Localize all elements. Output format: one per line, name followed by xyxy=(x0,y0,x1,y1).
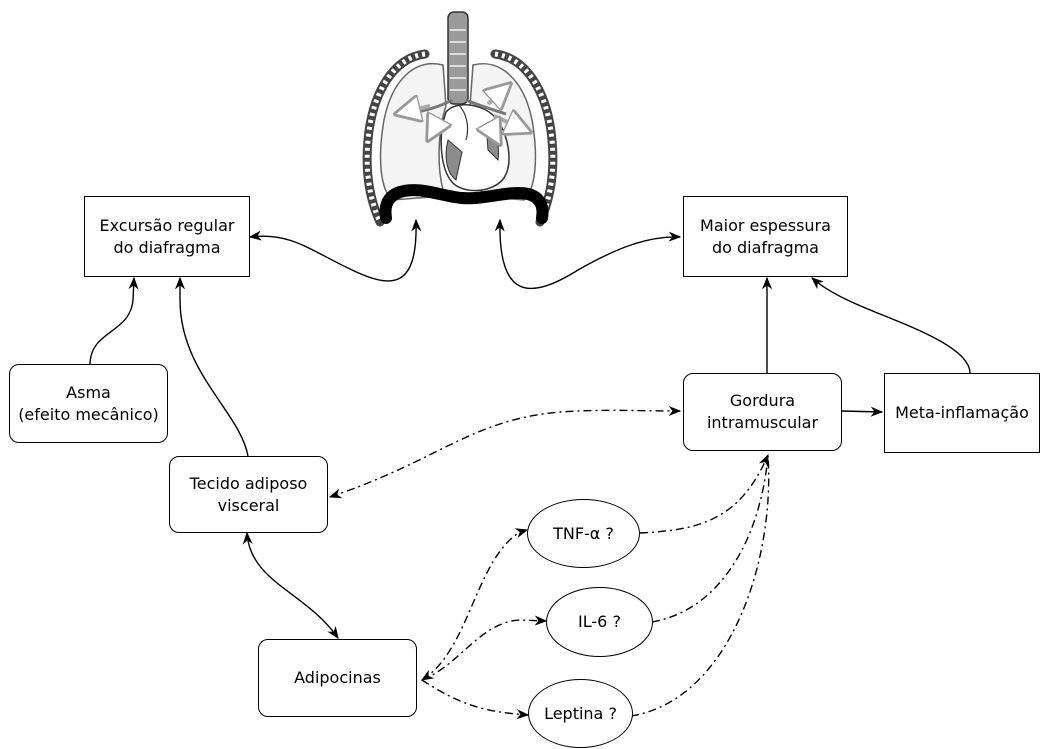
edge-meta-espessura xyxy=(811,277,971,374)
node-il6: IL-6 ? xyxy=(546,587,653,657)
node-tnf-label: TNF-α ? xyxy=(553,523,614,543)
node-meta-inflamacao: Meta-inflamação xyxy=(884,373,1040,453)
node-excursao-label: Excursão regular do diafragma xyxy=(99,215,235,257)
node-tecido-label: Tecido adiposo visceral xyxy=(189,473,308,515)
edge-leptina-gordura xyxy=(630,455,770,717)
edge-adipocinas-leptina xyxy=(421,679,530,720)
edge-asma-excursao xyxy=(89,276,139,366)
edge-tecido-gordura xyxy=(328,405,682,499)
node-tecido-adiposo: Tecido adiposo visceral xyxy=(169,456,328,533)
node-leptina-label: Leptina ? xyxy=(544,703,617,723)
lungs-diaphragm-illustration xyxy=(362,11,558,227)
edge-il6-gordura xyxy=(651,455,769,623)
node-gordura-label: Gordura intramuscular xyxy=(706,391,819,432)
edge-diaphragm-excursao xyxy=(248,218,422,282)
node-leptina: Leptina ? xyxy=(528,679,633,748)
node-adipocinas-label: Adipocinas xyxy=(294,668,381,688)
node-meta-label: Meta-inflamação xyxy=(895,403,1029,423)
node-asma: Asma (efeito mecânico) xyxy=(9,364,168,443)
node-gordura-intramuscular: Gordura intramuscular xyxy=(683,373,842,451)
node-excursao-regular: Excursão regular do diafragma xyxy=(84,196,250,277)
airflow-arrows-icon xyxy=(396,84,530,144)
edge-tecido-adipocinas xyxy=(242,531,339,640)
node-maior-espessura: Maior espessura do diafragma xyxy=(683,196,848,277)
edge-gordura-meta xyxy=(841,406,884,417)
edge-tecido-excursao xyxy=(174,276,249,457)
edge-adipocinas-tnf xyxy=(420,528,529,681)
node-tnf-alfa: TNF-α ? xyxy=(527,499,640,568)
edge-adipocinas-il6 xyxy=(421,615,548,681)
node-il6-label: IL-6 ? xyxy=(578,612,621,632)
trachea-icon xyxy=(447,11,469,105)
node-asma-label: Asma (efeito mecânico) xyxy=(18,382,159,424)
left-lung-icon xyxy=(379,63,447,201)
node-adipocinas: Adipocinas xyxy=(258,639,417,717)
diaphragm-icon xyxy=(379,184,549,224)
node-espessura-label: Maior espessura do diafragma xyxy=(700,215,831,257)
edge-diaphragm-espessura xyxy=(494,218,682,290)
edge-tnf-gordura xyxy=(639,453,769,534)
